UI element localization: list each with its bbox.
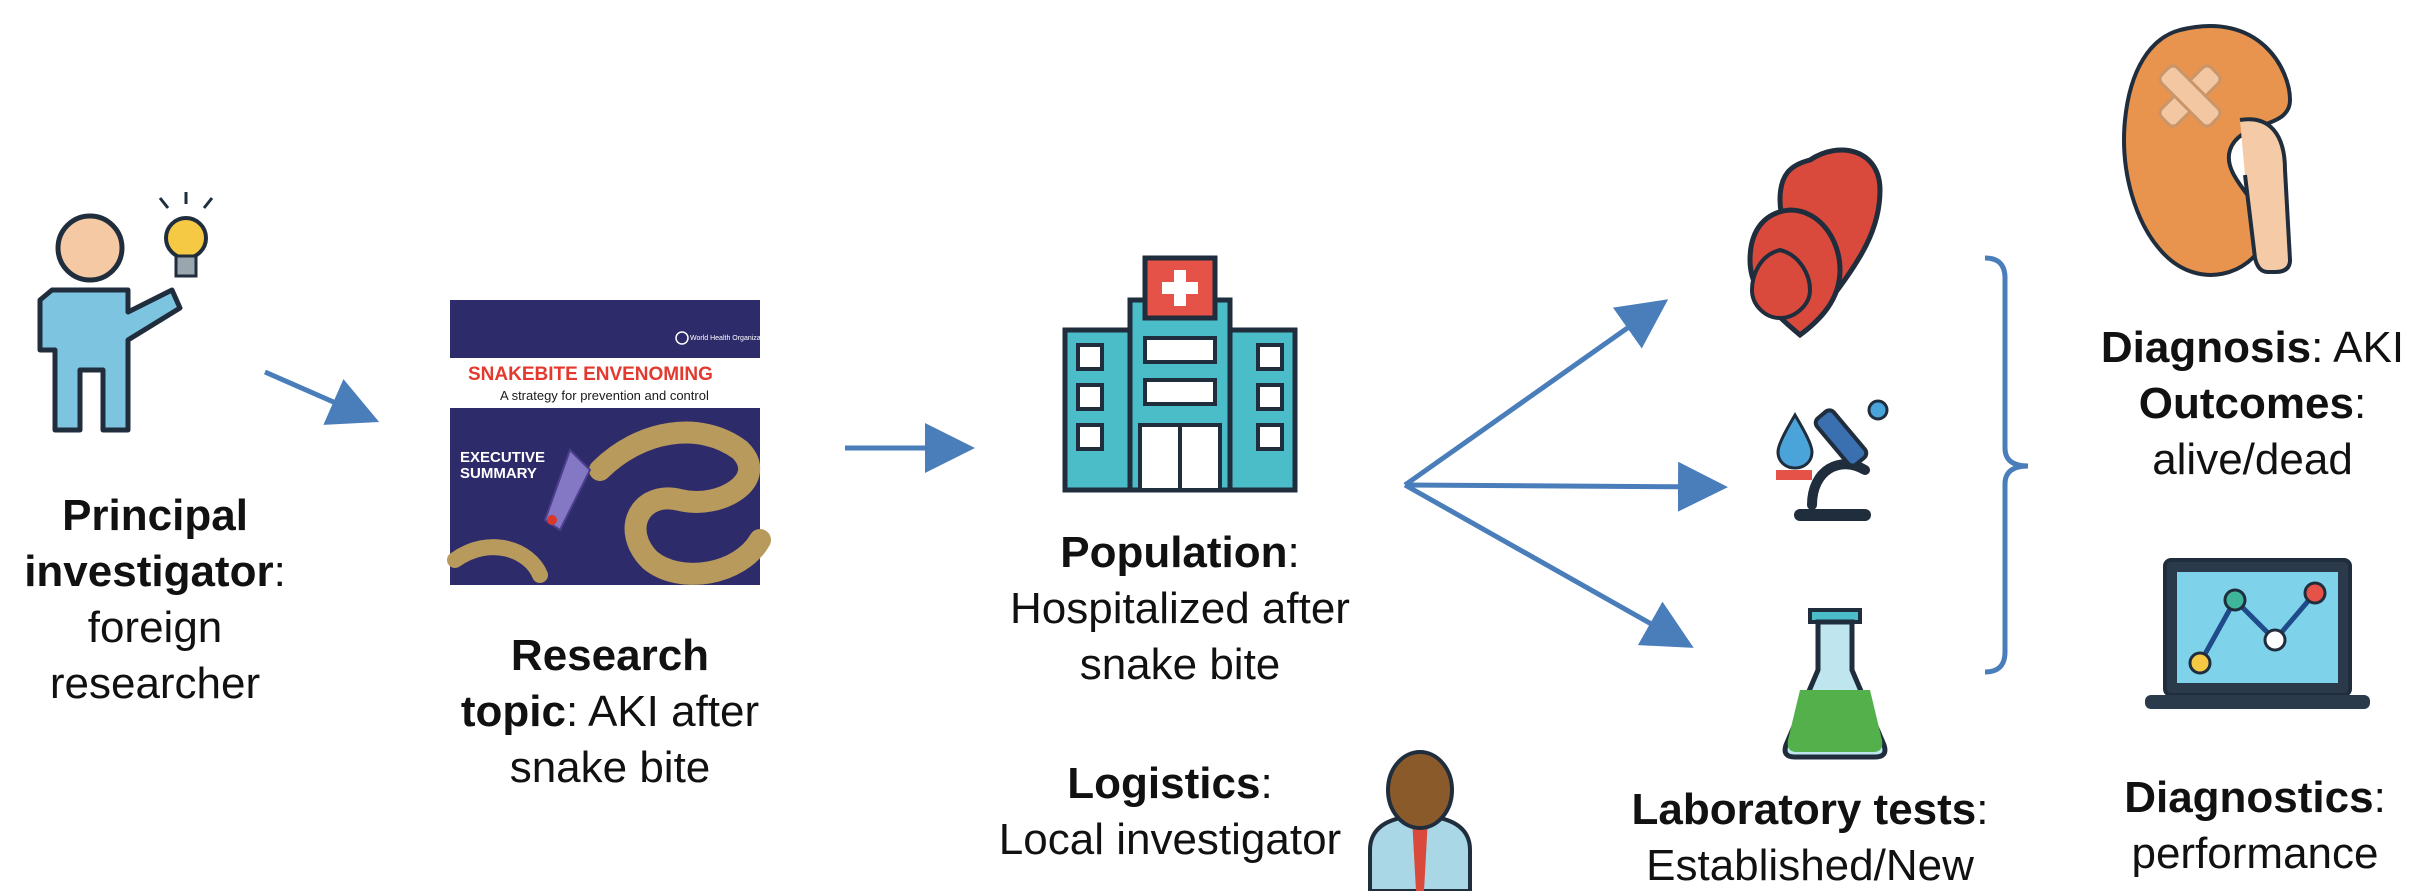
microscope-icon xyxy=(1776,399,1889,521)
local-investigator-icon xyxy=(1368,750,1472,891)
population-label: Population: Hospitalized after snake bit… xyxy=(1010,528,1350,689)
blood-drops-icon xyxy=(1747,147,1883,339)
flask-icon xyxy=(1782,608,1888,760)
curly-bracket xyxy=(1984,255,2029,675)
principal-investigator-label: Principal investigator: foreign research… xyxy=(24,491,286,708)
snake-icon xyxy=(589,421,771,585)
logistics-label: Logistics: Local investigator xyxy=(998,759,1342,864)
foot-icon xyxy=(543,448,592,532)
arrow-to-flask xyxy=(1403,482,1694,648)
report-tag-1: EXECUTIVE xyxy=(460,449,545,466)
who-logo-icon xyxy=(675,331,689,345)
report-cover: SNAKEBITE ENVENOMING A strategy for prev… xyxy=(447,300,772,585)
arrow-to-microscope xyxy=(1404,461,1728,512)
laptop-chart-icon xyxy=(2145,558,2370,709)
hospital-icon xyxy=(1062,255,1298,493)
diagnosis-outcomes-label: Diagnosis: AKI Outcomes: alive/dead xyxy=(2100,323,2405,484)
arrow-to-blood xyxy=(1403,299,1669,488)
kidney-icon xyxy=(2122,24,2293,277)
laboratory-tests-label: Laboratory tests: Established/New xyxy=(1631,785,1989,890)
research-topic-label: Research topic: AKI after snake bite xyxy=(460,631,760,792)
report-subtitle: A strategy for prevention and control xyxy=(500,388,709,403)
report-tag-2: SUMMARY xyxy=(460,465,537,482)
researcher-icon xyxy=(37,213,183,433)
report-title: SNAKEBITE ENVENOMING xyxy=(468,364,713,385)
lightbulb-icon xyxy=(158,192,214,278)
arrow-1 xyxy=(263,369,380,425)
diagnostics-label: Diagnostics: performance xyxy=(2124,773,2386,878)
report-org: World Health Organization xyxy=(690,335,772,342)
